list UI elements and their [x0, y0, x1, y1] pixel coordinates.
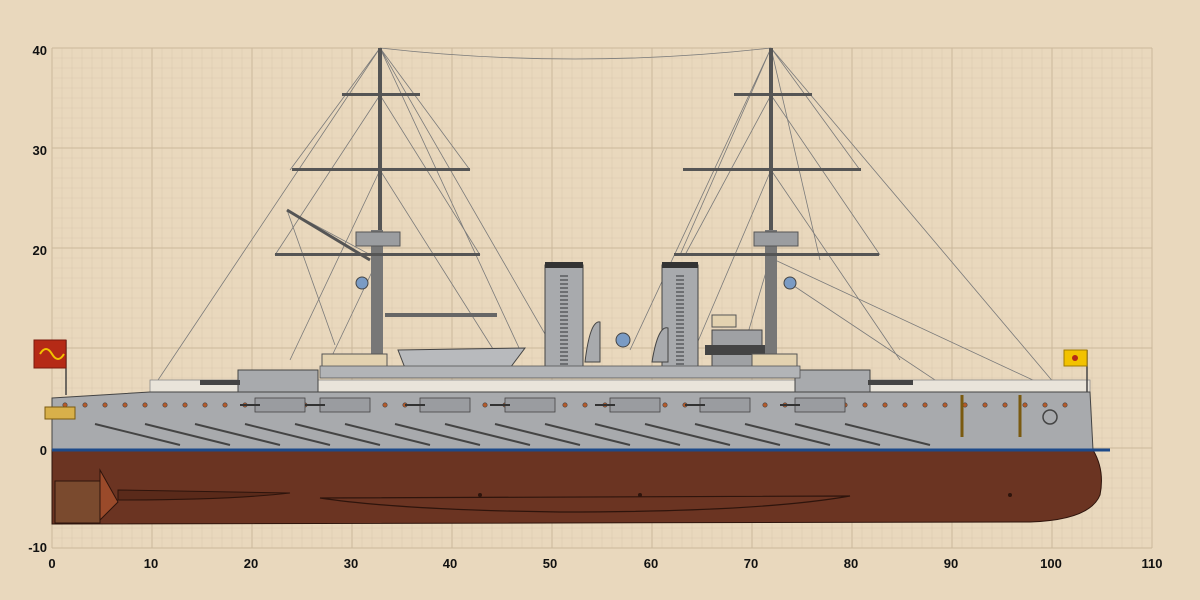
y-axis-labels: 40 30 20 0 -10	[28, 43, 47, 555]
casemate	[609, 397, 661, 413]
net-boom	[294, 423, 381, 446]
casemate	[794, 397, 846, 413]
dragon-flag-icon	[33, 339, 67, 395]
x-tick-label: 10	[144, 556, 158, 571]
porthole	[382, 402, 388, 408]
casemate	[319, 397, 371, 413]
net-boom	[94, 423, 181, 446]
porthole	[482, 402, 488, 408]
porthole	[1022, 402, 1028, 408]
dragon-flag-icon	[1063, 349, 1088, 392]
casemate	[699, 397, 751, 413]
porthole	[902, 402, 908, 408]
casemate	[504, 397, 556, 413]
y-tick-label: 0	[40, 443, 47, 458]
y-tick-label: 20	[33, 243, 47, 258]
porthole	[1002, 402, 1008, 408]
porthole	[862, 402, 868, 408]
porthole	[982, 402, 988, 408]
x-tick-label: 0	[48, 556, 55, 571]
porthole	[122, 402, 128, 408]
x-tick-label: 40	[443, 556, 457, 571]
x-tick-label: 30	[344, 556, 358, 571]
stern-gallery	[44, 406, 76, 420]
net-boom	[594, 423, 681, 446]
fore-funnel	[544, 262, 584, 371]
porthole	[942, 402, 948, 408]
main-mast	[674, 48, 879, 360]
porthole	[1062, 402, 1068, 408]
propeller	[54, 468, 291, 524]
upper-hull	[51, 391, 1094, 451]
hull-details	[62, 397, 1068, 497]
x-tick-label: 60	[644, 556, 658, 571]
net-boom	[394, 423, 481, 446]
net-boom	[444, 423, 531, 446]
net-boom	[644, 423, 731, 446]
net-boom	[144, 423, 231, 446]
y-tick-label: 40	[33, 43, 47, 58]
x-axis-labels: 0 10 20 30 40 50 60 70 80 90 100 110	[48, 556, 1162, 571]
bow-anchors	[960, 395, 1058, 437]
net-boom	[844, 423, 931, 446]
net-boom	[244, 423, 331, 446]
net-boom	[694, 423, 781, 446]
x-tick-label: 50	[543, 556, 557, 571]
y-tick-label: 30	[33, 143, 47, 158]
porthole	[922, 402, 928, 408]
hull-rivet	[638, 493, 642, 497]
net-boom	[544, 423, 631, 446]
net-boom	[744, 423, 831, 446]
porthole	[82, 402, 88, 408]
lower-hull	[51, 449, 1102, 525]
net-boom	[194, 423, 281, 446]
net-boom	[794, 423, 881, 446]
deck	[149, 365, 1091, 395]
casemate	[419, 397, 471, 413]
rigging	[149, 47, 1061, 393]
net-boom	[344, 423, 431, 446]
casemate	[254, 397, 306, 413]
porthole	[142, 402, 148, 408]
x-tick-label: 70	[744, 556, 758, 571]
porthole	[562, 402, 568, 408]
porthole	[762, 402, 768, 408]
bilge-keel	[319, 495, 851, 513]
x-tick-label: 110	[1142, 556, 1163, 571]
hull-rivet	[1008, 493, 1012, 497]
hull-rivet	[478, 493, 482, 497]
x-tick-label: 100	[1040, 556, 1062, 571]
net-boom	[494, 423, 581, 446]
superstructure	[321, 314, 798, 371]
fore-mast	[275, 48, 497, 360]
porthole	[1042, 402, 1048, 408]
porthole	[222, 402, 228, 408]
porthole	[182, 402, 188, 408]
x-tick-label: 20	[244, 556, 258, 571]
x-tick-label: 80	[844, 556, 858, 571]
porthole	[662, 402, 668, 408]
porthole	[102, 402, 108, 408]
x-tick-label: 90	[944, 556, 958, 571]
porthole	[882, 402, 888, 408]
y-tick-label: -10	[28, 540, 47, 555]
porthole	[162, 402, 168, 408]
porthole	[582, 402, 588, 408]
porthole	[202, 402, 208, 408]
